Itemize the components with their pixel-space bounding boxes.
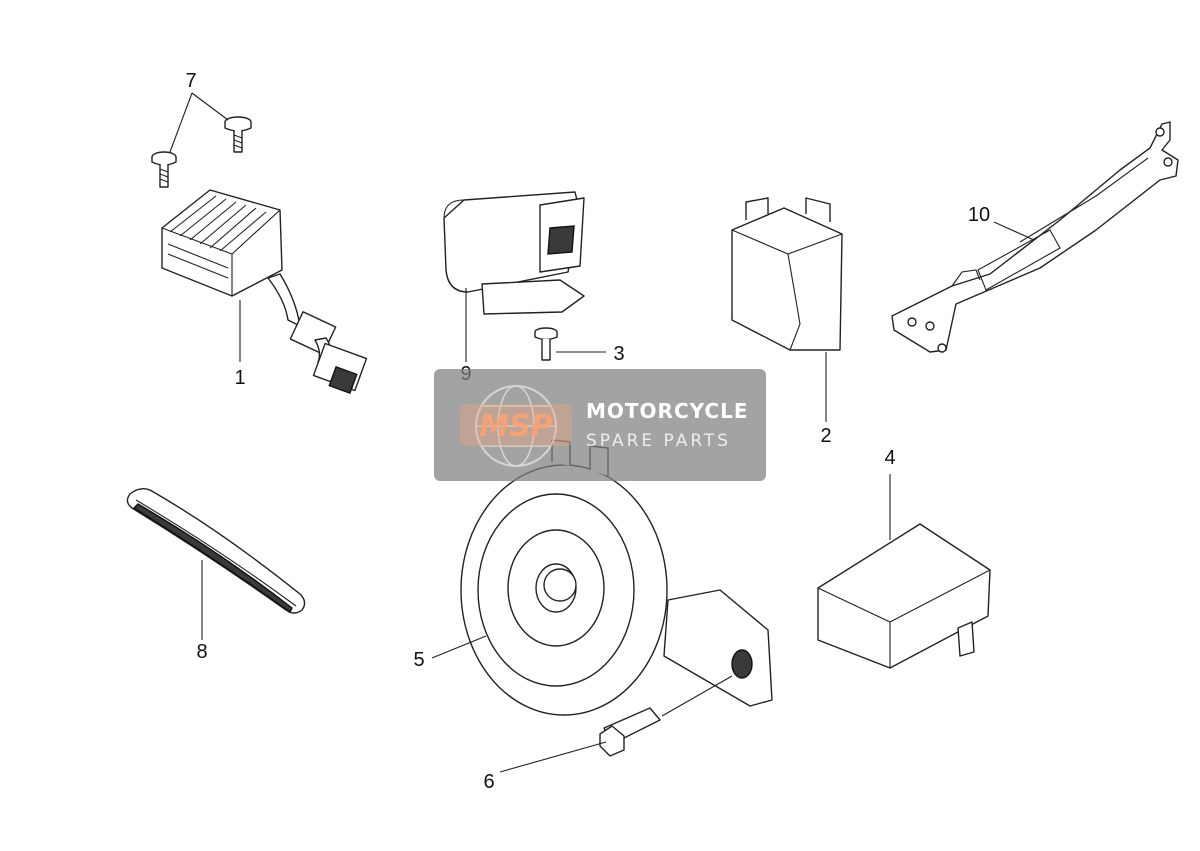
leader-line	[499, 675, 733, 773]
callout-10: 10	[968, 204, 990, 226]
callout-3: 3	[613, 343, 624, 365]
control-unit-icon	[817, 523, 991, 669]
bracket-icon	[891, 121, 1179, 353]
callout-8: 8	[196, 641, 207, 663]
callout-4: 4	[884, 447, 895, 469]
screw-icon	[534, 327, 558, 361]
screw-icon	[151, 151, 177, 188]
globe-icon	[475, 385, 557, 467]
rubber-strip-icon	[126, 487, 306, 614]
relay-icon	[443, 191, 585, 315]
callout-5: 5	[413, 649, 424, 671]
horn-icon	[460, 439, 773, 716]
watermark-logo: MSP	[479, 409, 552, 444]
callout-6: 6	[483, 771, 494, 793]
callout-2: 2	[820, 425, 831, 447]
leader-line	[431, 635, 487, 659]
voltage-regulator-icon	[161, 189, 368, 395]
watermark-subtitle: SPARE PARTS	[586, 431, 731, 451]
watermark-panel	[434, 369, 766, 481]
bolt-icon	[599, 707, 661, 757]
watermark-title: MOTORCYCLE	[586, 399, 748, 423]
callout-7: 7	[185, 70, 196, 92]
watermark: MSP MOTORCYCLE SPARE PARTS	[434, 369, 766, 481]
leader-line	[993, 221, 1035, 241]
screw-icon	[224, 116, 252, 153]
watermark-logo-bg	[460, 404, 572, 446]
leader-line	[169, 92, 229, 153]
relay-box-icon	[731, 197, 843, 351]
callout-1: 1	[234, 367, 245, 389]
